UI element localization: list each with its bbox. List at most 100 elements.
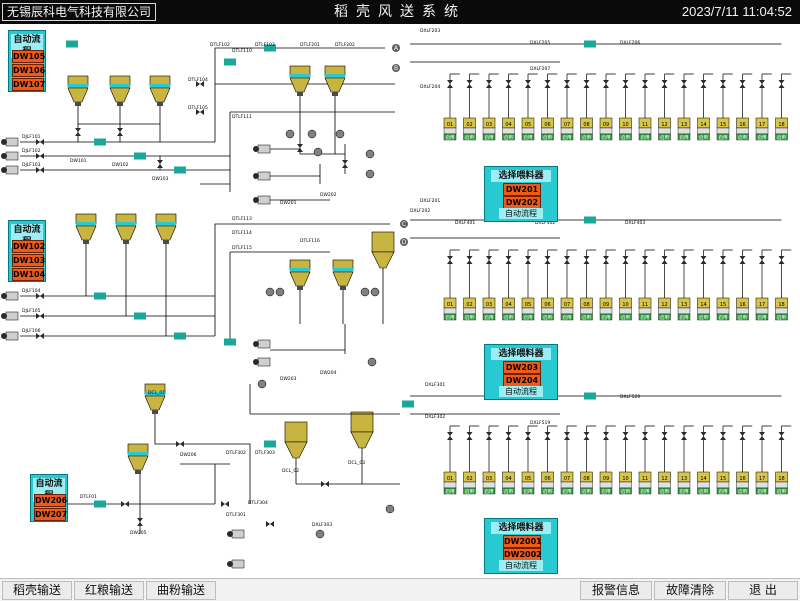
hopper-6[interactable] (155, 213, 177, 245)
feeder-valve[interactable] (642, 432, 648, 440)
feeder-valve[interactable] (486, 80, 492, 88)
valve-dxlf302[interactable] (221, 501, 229, 507)
blower-12[interactable] (226, 529, 245, 539)
hopper-dzl02[interactable] (332, 259, 354, 291)
dw2002-button[interactable]: DW2002 (503, 548, 542, 561)
valve-rotary-3[interactable] (157, 160, 163, 168)
feeder-valve[interactable] (720, 256, 726, 264)
dw103-button[interactable]: DW103 (12, 254, 46, 267)
alarm-info-button[interactable]: 报警信息 (580, 581, 652, 600)
valve-rotary-1[interactable] (75, 128, 81, 136)
feeder-valve[interactable] (583, 432, 590, 440)
feeder-valve[interactable] (466, 256, 473, 264)
feeder-valve[interactable] (681, 432, 687, 440)
feeder-valve[interactable] (681, 256, 687, 264)
blower-9[interactable] (0, 331, 19, 341)
valve-dxlf304[interactable] (266, 521, 274, 527)
hopper-2[interactable] (109, 75, 131, 107)
blower-2[interactable] (0, 151, 19, 161)
feeder-valve[interactable] (583, 80, 590, 88)
feeder-valve[interactable] (681, 80, 687, 88)
hopper-5[interactable] (115, 213, 137, 245)
silo-dcl02[interactable] (284, 421, 308, 459)
blower-11[interactable] (252, 357, 271, 367)
feeder-valve[interactable] (759, 432, 765, 440)
feeder-valve[interactable] (622, 432, 629, 440)
hopper-1[interactable] (67, 75, 89, 107)
feeder-valve[interactable] (661, 80, 668, 88)
dw102-button[interactable]: DW102 (12, 240, 46, 253)
feeder-valve[interactable] (739, 432, 746, 440)
feeder-valve[interactable] (720, 432, 726, 440)
hopper-dtlf201[interactable] (289, 65, 311, 97)
valve-dzlf202[interactable] (342, 160, 348, 168)
feeder-valve[interactable] (778, 432, 785, 440)
feeder-valve[interactable] (642, 256, 648, 264)
hopper-4[interactable] (75, 213, 97, 245)
hopper-dtlf202[interactable] (324, 65, 346, 97)
feeder-valve[interactable] (544, 80, 551, 88)
blower-7[interactable] (0, 291, 19, 301)
auto-flow-button[interactable]: 自动流程 (499, 560, 543, 571)
silo-dcs01[interactable] (371, 231, 395, 269)
feeder-valve[interactable] (486, 256, 492, 264)
feeder-valve[interactable] (739, 80, 746, 88)
feeder-valve[interactable] (486, 432, 492, 440)
feeder-valve[interactable] (642, 80, 648, 88)
dw203-button[interactable]: DW203 (503, 361, 541, 374)
auto-flow-button[interactable]: 自动流程 (499, 386, 543, 397)
feeder-valve[interactable] (700, 256, 707, 264)
hopper-dzl01[interactable] (289, 259, 311, 291)
fault-clear-button[interactable]: 故障清除 (654, 581, 726, 600)
feeder-valve[interactable] (759, 80, 765, 88)
dw207-button[interactable]: DW207 (34, 508, 68, 521)
feeder-valve[interactable] (700, 432, 707, 440)
auto-flow-button[interactable]: 自动流程 (499, 208, 543, 219)
feeder-valve[interactable] (544, 432, 551, 440)
feeder-valve[interactable] (622, 80, 629, 88)
silo-dcl03[interactable] (350, 411, 374, 449)
feeder-valve[interactable] (720, 80, 726, 88)
feeder-valve[interactable] (525, 256, 531, 264)
dw107-button[interactable]: DW107 (12, 78, 46, 91)
feeder-valve[interactable] (622, 256, 629, 264)
feeder-valve[interactable] (564, 80, 570, 88)
blower-5[interactable] (252, 171, 271, 181)
feeder-valve[interactable] (564, 256, 570, 264)
feeder-valve[interactable] (778, 256, 785, 264)
blower-4[interactable] (252, 144, 271, 154)
exit-button[interactable]: 退 出 (728, 581, 798, 600)
blower-8[interactable] (0, 311, 19, 321)
dw206-button[interactable]: DW206 (34, 494, 68, 507)
hopper-dcl01[interactable] (144, 383, 166, 415)
dw201-button[interactable]: DW201 (503, 183, 541, 196)
hopper-dw205[interactable] (127, 443, 149, 475)
valve-dxlf303[interactable] (321, 481, 329, 487)
feeder-valve[interactable] (505, 80, 512, 88)
feeder-valve[interactable] (603, 80, 609, 88)
feeder-valve[interactable] (564, 432, 570, 440)
nav-starter-powder-transport[interactable]: 曲粉输送 (146, 581, 216, 600)
feeder-valve[interactable] (603, 432, 609, 440)
blower-3[interactable] (0, 165, 19, 175)
hopper-3[interactable] (149, 75, 171, 107)
feeder-valve[interactable] (759, 256, 765, 264)
feeder-valve[interactable] (505, 432, 512, 440)
dw2001-button[interactable]: DW2001 (503, 535, 542, 548)
blower-6[interactable] (252, 195, 271, 205)
feeder-valve[interactable] (447, 80, 453, 88)
feeder-valve[interactable] (583, 256, 590, 264)
valve-dxlf301[interactable] (176, 441, 184, 447)
feeder-valve[interactable] (466, 80, 473, 88)
feeder-valve[interactable] (778, 80, 785, 88)
valve-rotary-4[interactable] (137, 518, 143, 526)
feeder-valve[interactable] (739, 256, 746, 264)
valve-dtlf01[interactable] (121, 501, 129, 507)
feeder-valve[interactable] (525, 80, 531, 88)
dw106-button[interactable]: DW106 (12, 64, 46, 77)
blower-10[interactable] (252, 339, 271, 349)
nav-rice-husk-transport[interactable]: 稻壳输送 (2, 581, 72, 600)
dw105-button[interactable]: DW105 (12, 50, 46, 63)
feeder-valve[interactable] (447, 256, 453, 264)
feeder-valve[interactable] (603, 256, 609, 264)
